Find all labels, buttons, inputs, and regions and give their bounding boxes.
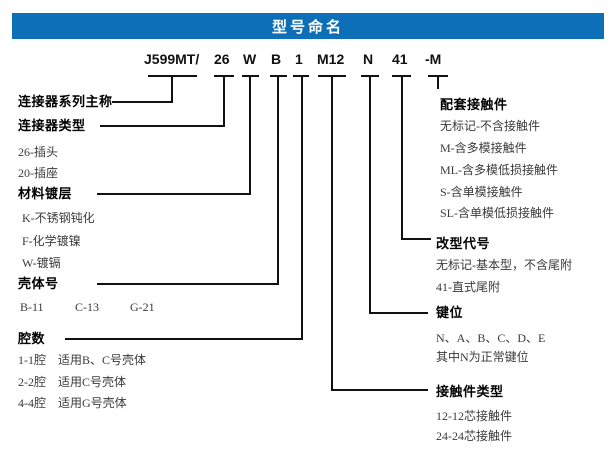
option-mod-none: 无标记-基本型，不含尾附 — [436, 258, 572, 272]
stem-contact-type — [331, 75, 333, 391]
code-part-mod: 41 — [392, 51, 408, 67]
option-mating-sl: SL-含单模低损接触件 — [440, 206, 555, 220]
stem-type — [223, 75, 225, 127]
line-to-key — [369, 312, 428, 314]
option-key-list: N、A、B、C、D、E — [436, 331, 546, 345]
page-title: 型号命名 — [271, 18, 344, 36]
option-shell-c: C-13 — [75, 300, 99, 314]
line-to-plating — [97, 193, 251, 195]
option-cavity-2: 2-2腔 适用C号壳体 — [18, 375, 127, 389]
label-contact-type: 接触件类型 — [436, 384, 504, 399]
page-title-bar: 型号命名 — [12, 13, 604, 39]
option-plating-w: W-镀镉 — [22, 256, 61, 270]
stem-shell — [277, 75, 279, 285]
option-type-plug: 26-插头 — [18, 145, 58, 159]
option-cavity-4: 4-4腔 适用G号壳体 — [18, 396, 127, 410]
option-mod-41: 41-直式尾附 — [436, 280, 500, 294]
stem-plating — [249, 75, 251, 195]
option-contact-12: 12-12芯接触件 — [436, 409, 512, 423]
option-contact-24: 24-24芯接触件 — [436, 429, 512, 443]
option-mating-ml: ML-含多模低损接触件 — [440, 163, 558, 177]
option-mating-m: M-含多模接触件 — [440, 141, 527, 155]
code-part-contact-type: M12 — [317, 51, 345, 67]
stem-mating — [437, 75, 439, 89]
stem-mod — [401, 75, 403, 240]
option-plating-k: K-不锈钢钝化 — [22, 211, 95, 225]
label-mod-code: 改型代号 — [436, 236, 491, 251]
option-mating-s: S-含单模接触件 — [440, 185, 523, 199]
code-part-key: N — [363, 51, 374, 67]
code-part-plating: W — [243, 51, 257, 67]
label-cavity-count: 腔数 — [18, 331, 46, 346]
option-plating-f: F-化学镀镍 — [22, 234, 81, 248]
stem-key — [369, 75, 371, 314]
option-shell-b: B-11 — [20, 300, 44, 314]
label-key-position: 键位 — [436, 305, 464, 320]
stem-series — [171, 75, 173, 103]
option-key-note: 其中N为正常键位 — [436, 350, 529, 364]
label-plating: 材料镀层 — [18, 186, 73, 201]
code-part-series: J599MT/ — [144, 51, 200, 67]
label-connector-series: 连接器系列主称 — [18, 94, 113, 109]
line-to-mod — [401, 238, 431, 240]
label-mating-contacts: 配套接触件 — [440, 97, 508, 112]
line-to-shell — [97, 283, 279, 285]
stem-cavity — [301, 75, 303, 340]
label-shell-number: 壳体号 — [18, 276, 59, 291]
line-to-cavity — [65, 338, 303, 340]
label-connector-type: 连接器类型 — [18, 118, 86, 133]
line-to-series — [112, 101, 173, 103]
option-cavity-1: 1-1腔 适用B、C号壳体 — [18, 353, 147, 367]
option-type-socket: 20-插座 — [18, 166, 58, 180]
option-mating-none: 无标记-不含接触件 — [440, 119, 540, 133]
line-to-type — [100, 125, 225, 127]
code-part-mating: -M — [425, 51, 442, 67]
code-part-type: 26 — [214, 51, 230, 67]
option-shell-g: G-21 — [130, 300, 155, 314]
code-part-shell: B — [271, 51, 282, 67]
code-part-cavity: 1 — [295, 51, 303, 67]
line-to-contact-type — [331, 389, 428, 391]
